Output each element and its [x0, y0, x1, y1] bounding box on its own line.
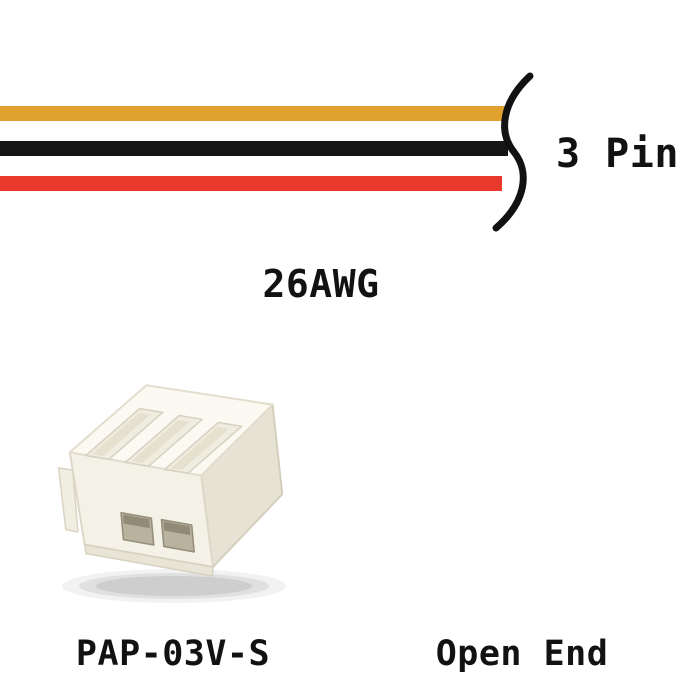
end-type-label: Open End [435, 634, 609, 674]
connector-shadow [62, 569, 286, 603]
connector-model-label: PAP-03V-S [75, 634, 271, 674]
pin-count-label: 3 Pin [556, 131, 679, 177]
wire-orange [0, 106, 505, 121]
wire-gauge-label: 26AWG [262, 262, 380, 306]
curly-brace-icon [492, 72, 534, 232]
wire-black [0, 141, 508, 156]
jst-connector-photo [57, 384, 286, 603]
wire-red [0, 176, 502, 191]
